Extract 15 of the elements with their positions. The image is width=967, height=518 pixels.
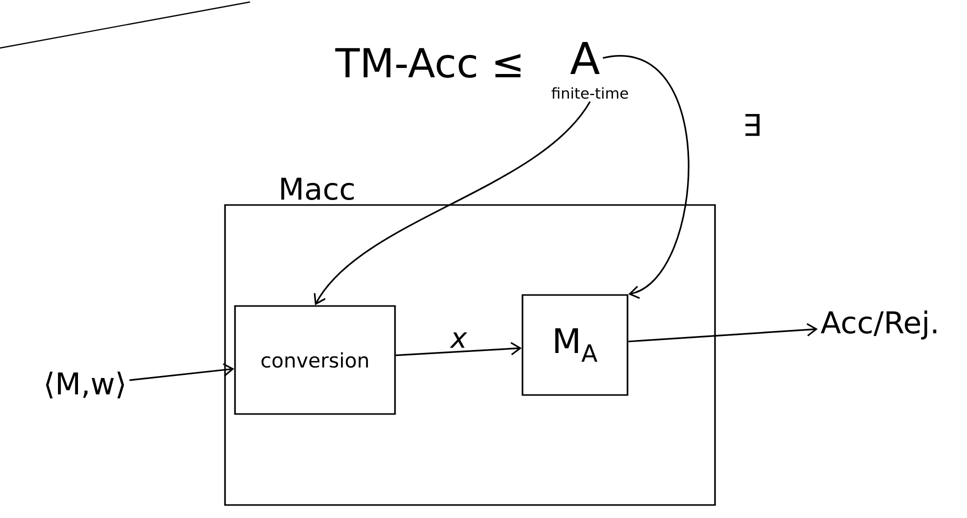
- formula-letter: A: [570, 42, 600, 74]
- machine-box: M$_{A}$: [522, 294, 628, 396]
- io-text: ⟨M,w⟩: [46, 372, 124, 398]
- subscript-text: finite-time: [552, 87, 628, 99]
- io-text: Acc/Rej.: [820, 310, 936, 340]
- symbol-text: ∃: [745, 114, 760, 136]
- arrow: [314, 101, 591, 306]
- arrow: [628, 323, 818, 342]
- process-box: conversion: [234, 305, 396, 415]
- arrow: [129, 363, 234, 381]
- arrow: [602, 56, 690, 299]
- arrow: [396, 342, 522, 356]
- edge-label: x: [449, 331, 468, 349]
- formula-text: TM-Acc ≤: [335, 48, 520, 78]
- node-label: Macc: [281, 178, 354, 200]
